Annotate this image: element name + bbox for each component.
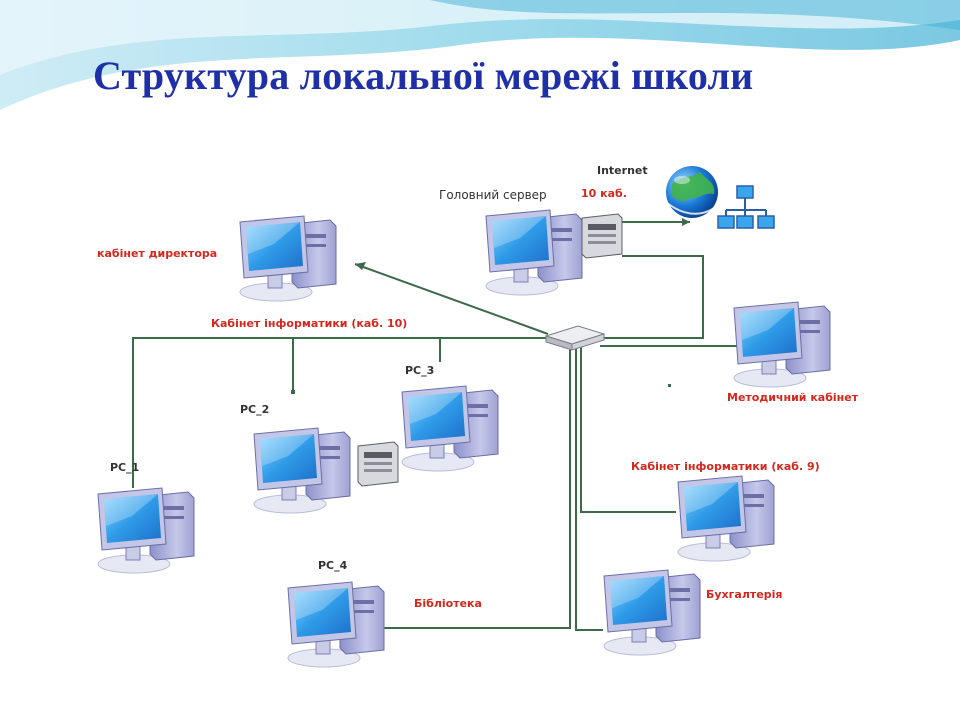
arrowhead-internet <box>682 218 690 226</box>
cable-director <box>354 263 549 335</box>
cable-pc1 <box>132 337 548 488</box>
label-pc3: PC_3 <box>405 364 434 377</box>
network-nodes-icon <box>717 185 775 229</box>
server-icon <box>581 213 623 259</box>
network-switch <box>544 325 606 351</box>
label-internet: Internet <box>597 164 648 177</box>
label-library: Бібліотека <box>414 597 482 610</box>
cable-dot <box>291 390 295 394</box>
label-methodical-office: Методичний кабінет <box>727 391 859 404</box>
arrowhead-director <box>355 262 366 270</box>
label-director-office: кабінет директора <box>97 247 217 260</box>
cable-accounting <box>575 346 603 631</box>
network-cables <box>132 221 748 631</box>
label-informatics-10: Кабінет інформатики (каб. 10) <box>211 317 407 330</box>
header-wave-light <box>0 0 960 75</box>
label-accounting: Бухгалтерія <box>706 588 782 601</box>
server-icon-pc2 <box>357 441 399 487</box>
label-main-server: Головний сервер <box>439 188 547 202</box>
label-pc1: PC_1 <box>110 461 139 474</box>
header-wave-accent <box>430 0 960 30</box>
label-server-room: 10 каб. <box>581 187 627 200</box>
cable-server <box>596 255 704 339</box>
slide-title: Структура локальної мережі школи <box>93 53 754 98</box>
label-pc4: PC_4 <box>318 559 348 572</box>
label-pc2: PC_2 <box>240 403 269 416</box>
globe-icon <box>665 166 725 218</box>
cable-library <box>382 346 571 629</box>
cable-informatics-9 <box>580 346 676 513</box>
label-informatics-9: Кабінет інформатики (каб. 9) <box>631 460 820 473</box>
cable-dot <box>668 384 671 387</box>
